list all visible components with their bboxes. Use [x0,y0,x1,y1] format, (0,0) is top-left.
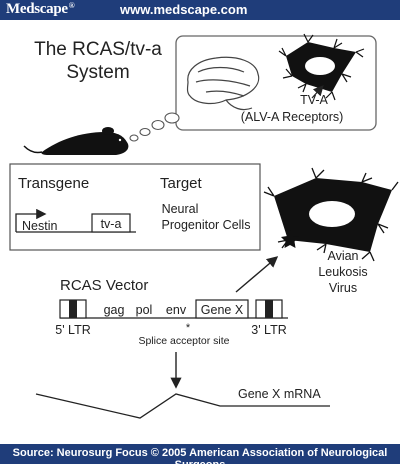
mrna-splice-line [35,393,330,419]
transgene-target-box [9,163,261,251]
site-url-link[interactable]: www.medscape.com [120,2,248,17]
source-citation: Source: Neurosurg Focus © 2005 American … [12,447,388,471]
tva-gene-label: tv-a [101,217,122,231]
diagram-title-line2: System [66,62,129,83]
tva-gene-box [91,213,131,233]
receptor-label-line2: (ALV-A Receptors) [241,110,344,124]
promoter-label: Nestin [22,219,57,233]
target-label-line1: Neural [162,202,199,216]
receptor-pointer-arrow [311,85,324,99]
registered-mark: ® [68,1,75,10]
virus-icon [281,230,299,248]
vector-title: RCAS Vector [60,277,148,294]
virus-label-line1: Avian [327,249,358,263]
header-bar: Medscape® www.medscape.com [0,0,400,20]
cell-receptor-icon-large [263,167,399,262]
gag-label: gag [104,303,125,317]
pol-label: pol [136,303,153,317]
ltr-3-box [255,299,283,319]
diagram-title-line1: The RCAS/tv-a [34,39,162,60]
virus-label-line2: Leukosis [318,265,367,279]
gene-x-box [195,299,249,319]
ltr-3-label: 3' LTR [251,323,287,337]
gene-x-label: Gene X [201,303,244,317]
virus-arrow [235,256,279,293]
receptor-label-line1: TV-A [300,93,328,107]
splice-label: Splice acceptor site [138,335,229,347]
brain-icon [186,56,260,111]
footer-bar: Source: Neurosurg Focus © 2005 American … [0,444,400,471]
virus-label-line3: Virus [329,281,357,295]
transgene-heading: Transgene [18,175,89,192]
splice-marker: * [186,322,191,334]
rcas-tva-diagram: The RCAS/tv-a System TV-A (ALV-A Recepto… [9,33,399,419]
target-heading: Target [160,175,203,192]
mrna-label: Gene X mRNA [238,387,321,401]
promoter-arrow [15,208,47,232]
thought-bubbles [129,112,180,142]
medscape-logo[interactable]: Medscape® [6,1,75,17]
ltr-5-label: 5' LTR [55,323,91,337]
cell-receptor-icon-small [278,33,365,101]
env-label: env [166,303,187,317]
target-label-line2: Progenitor Cells [162,218,251,232]
mouse-icon [23,127,129,155]
ltr-5-box [59,299,87,319]
